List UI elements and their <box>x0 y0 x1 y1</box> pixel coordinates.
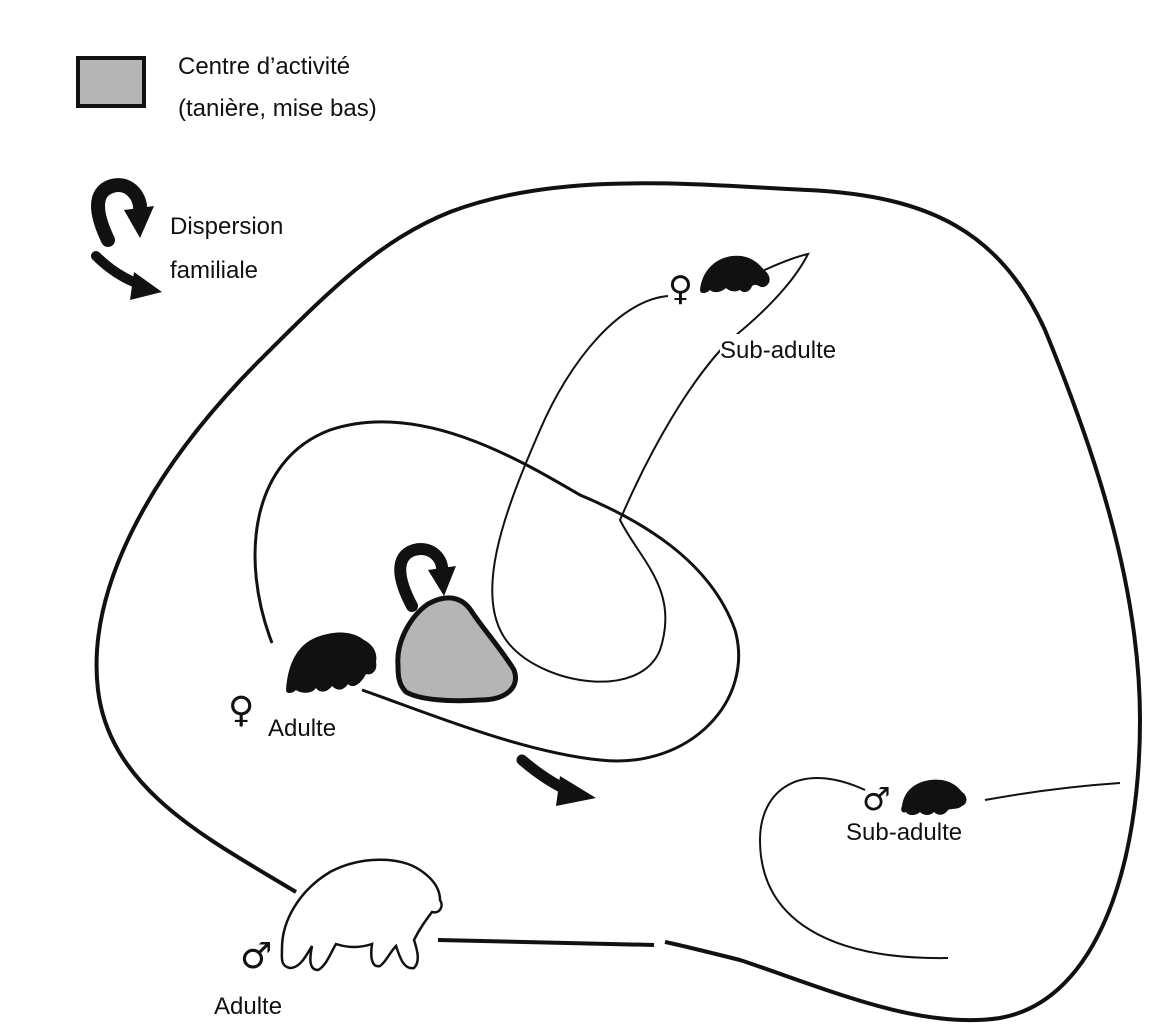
label-male-adult: Adulte <box>214 990 282 1024</box>
activity-center-den <box>398 598 516 701</box>
legend-dispersion-arrows-icon <box>96 185 162 300</box>
female-subadult-home-range <box>492 254 808 682</box>
legend-dispersion-label-line2: familiale <box>170 254 258 288</box>
dispersion-arrow-straight-icon <box>522 760 596 806</box>
sex-symbol-female-subadult: ♀ <box>668 269 693 309</box>
label-male-subadult: Sub-adulte <box>846 816 962 850</box>
bear-female-subadult-icon <box>700 256 770 293</box>
sex-symbol-female-adult: ♀ <box>228 690 254 731</box>
male-adult-home-range-bottom <box>438 940 654 945</box>
male-adult-home-range <box>97 183 1140 1020</box>
female-adult-home-range <box>255 422 739 761</box>
label-female-subadult: Sub-adulte <box>720 334 836 368</box>
bear-male-subadult-icon <box>901 780 966 815</box>
bear-male-adult-icon <box>282 860 442 970</box>
bear-female-adult-icon <box>286 633 376 693</box>
sex-symbol-male-adult: ♂ <box>240 936 272 977</box>
legend-activity-center-swatch <box>78 58 144 106</box>
sex-symbol-male-subadult: ♂ <box>862 780 891 818</box>
label-female-adult: Adulte <box>268 712 336 746</box>
legend-dispersion-label-line1: Dispersion <box>170 210 283 244</box>
legend-activity-center-label-line1: Centre d’activité <box>178 50 350 84</box>
legend-activity-center-label-line2: (tanière, mise bas) <box>178 92 377 126</box>
